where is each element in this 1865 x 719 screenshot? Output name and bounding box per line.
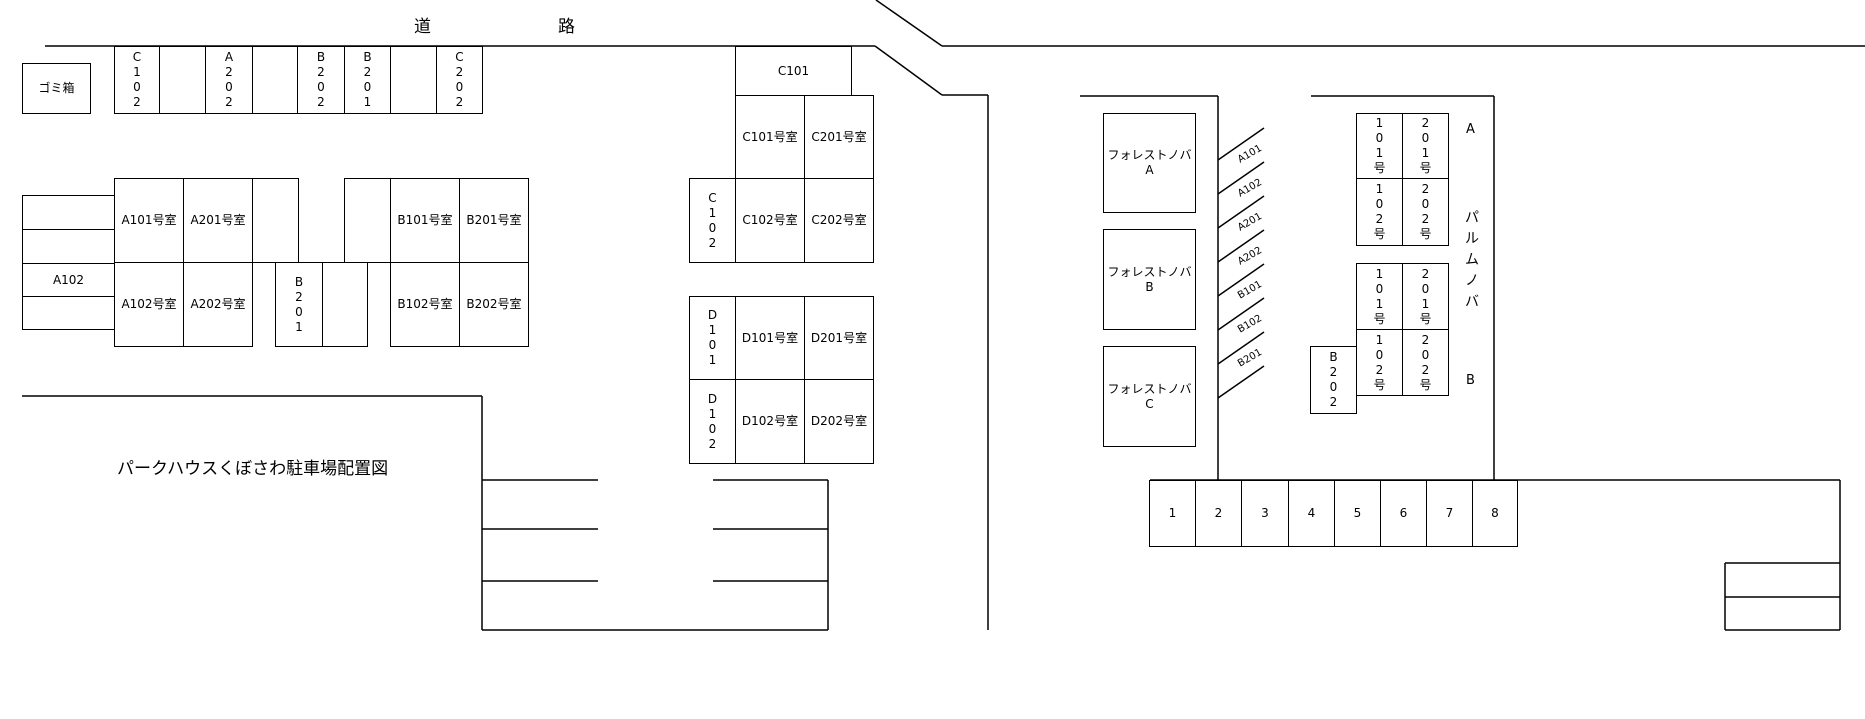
slot-d101-side: D 1 0 1 [689,296,736,380]
palm-a-201: 2 0 1 号 [1402,113,1449,179]
parking-slot-6: 6 [1380,480,1427,547]
room-b101: B101号室 [390,178,460,263]
room-c201: C201号室 [804,95,874,179]
room-a201: A201号室 [183,178,253,263]
forest-nova-c: フォレストノバ C [1103,346,1196,447]
slot-a202-top: A 2 0 2 [205,46,253,114]
palm-b-101: 1 0 1 号 [1356,263,1403,330]
parking-slot-8: 8 [1472,480,1518,547]
room-a102: A102号室 [114,262,184,347]
slot-b-gap-2 [344,178,391,263]
slot-empty-2 [252,46,298,114]
room-d102: D102号室 [735,379,805,464]
road-label-2: 路 [558,17,575,37]
room-a101: A101号室 [114,178,184,263]
parking-slot-7: 7 [1426,480,1473,547]
palm-a-202: 2 0 2 号 [1402,178,1449,246]
room-b201: B201号室 [459,178,529,263]
slot-b201-top: B 2 0 1 [344,46,391,114]
room-c101: C101号室 [735,95,805,179]
parking-slot-4: 4 [1288,480,1335,547]
palm-a-102: 1 0 2 号 [1356,178,1403,246]
side-slot-1 [22,195,115,230]
palm-label-b: B [1466,373,1475,388]
forest-nova-b: フォレストノバ B [1103,229,1196,330]
slot-empty-3 [390,46,437,114]
slot-c202-top: C 2 0 2 [436,46,483,114]
slot-d102-side: D 1 0 2 [689,379,736,464]
slot-b202-top: B 2 0 2 [297,46,345,114]
trash-box: ゴミ箱 [22,63,91,114]
room-a202: A202号室 [183,262,253,347]
room-d201: D201号室 [804,296,874,380]
slot-empty-1 [159,46,206,114]
map-title: パークハウスくぼさわ駐車場配置図 [117,459,389,479]
room-b102: B102号室 [390,262,460,347]
palm-b-202: 2 0 2 号 [1402,329,1449,396]
palm-b-201: 2 0 1 号 [1402,263,1449,330]
side-slot-4 [22,296,115,330]
slot-c102-top: C 1 0 2 [114,46,160,114]
parking-slot-2: 2 [1195,480,1242,547]
slot-b-gap-1 [322,262,368,347]
slot-c101-top: C101 [735,46,852,96]
side-slot-a102: A102 [22,263,115,297]
palm-a-101: 1 0 1 号 [1356,113,1403,179]
parking-slot-3: 3 [1241,480,1289,547]
palm-nova-label: パ ル ム ノ バ [1465,210,1479,310]
parking-slot-1: 1 [1149,480,1196,547]
room-c102: C102号室 [735,178,805,263]
slot-c102-side: C 1 0 2 [689,178,736,263]
room-b202: B202号室 [459,262,529,347]
slot-a-gap [252,178,299,263]
side-slot-2 [22,229,115,264]
room-c202: C202号室 [804,178,874,263]
slot-b201-mid: B 2 0 1 [275,262,323,347]
room-d202: D202号室 [804,379,874,464]
palm-label-a: A [1466,122,1475,137]
road-label-1: 道 [414,17,431,37]
parking-slot-5: 5 [1334,480,1381,547]
palm-b-102: 1 0 2 号 [1356,329,1403,396]
slot-b202-right: B 2 0 2 [1310,346,1357,414]
forest-nova-a: フォレストノバ A [1103,113,1196,213]
room-d101: D101号室 [735,296,805,380]
